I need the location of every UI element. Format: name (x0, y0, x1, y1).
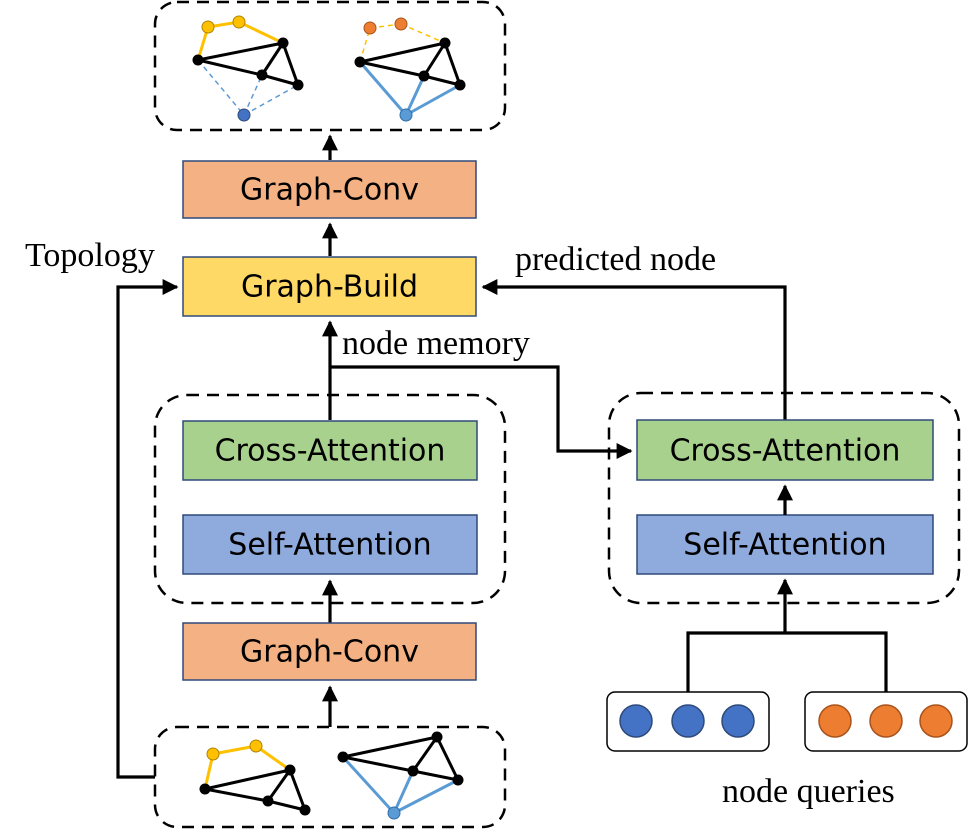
graph-build-label: Graph-Build (241, 270, 418, 305)
output-graph-container (153, 0, 507, 132)
graph-build-block: Graph-Build (182, 256, 477, 317)
node-queries-merge-line (686, 631, 888, 692)
circle-icon (818, 704, 852, 738)
input-graph-group (153, 725, 507, 829)
left-cross-attention-box (182, 420, 478, 481)
graph-conv-top-block: Graph-Conv (182, 160, 477, 219)
node-queries-orange (804, 691, 968, 752)
topology-arrow (116, 279, 179, 779)
graph-conv-top-label: Graph-Conv (240, 173, 419, 208)
right-cross-attention-label: Cross-Attention (670, 434, 901, 469)
node-queries-label: node queries (722, 773, 895, 810)
circle-icon (869, 704, 903, 738)
graph-icon (337, 731, 464, 820)
input-graph-container (153, 725, 507, 829)
graph-icon (199, 739, 311, 816)
left-self-attention-box (182, 514, 478, 575)
topology-label: Topology (25, 237, 155, 274)
circle-icon (919, 704, 953, 738)
graph-icon (192, 15, 304, 122)
right-cross-attention-box (636, 419, 934, 481)
predicted-node-arrow (481, 279, 787, 420)
output-graph-group (153, 0, 507, 132)
graph-conv-bottom-label: Graph-Conv (240, 635, 419, 670)
predicted-node-label: predicted node (515, 241, 716, 278)
right-attention-group: Cross-Attention Self-Attention (607, 391, 961, 605)
right-attention-container (607, 391, 961, 605)
left-attention-container (153, 393, 507, 605)
circle-icon (671, 704, 705, 738)
graph-conv-bottom-block: Graph-Conv (182, 622, 477, 681)
left-cross-attention-label: Cross-Attention (215, 434, 446, 469)
right-self-attention-box (636, 514, 934, 575)
node-queries-blue (606, 691, 770, 752)
graph-icon (354, 17, 466, 122)
circle-icon (619, 704, 653, 738)
left-self-attention-label: Self-Attention (228, 528, 431, 563)
left-attention-group: Cross-Attention Self-Attention (153, 393, 507, 605)
circle-icon (721, 704, 755, 738)
node-memory-label: node memory (342, 325, 530, 362)
node-memory-arrow (330, 365, 633, 459)
right-self-attention-label: Self-Attention (683, 528, 886, 563)
